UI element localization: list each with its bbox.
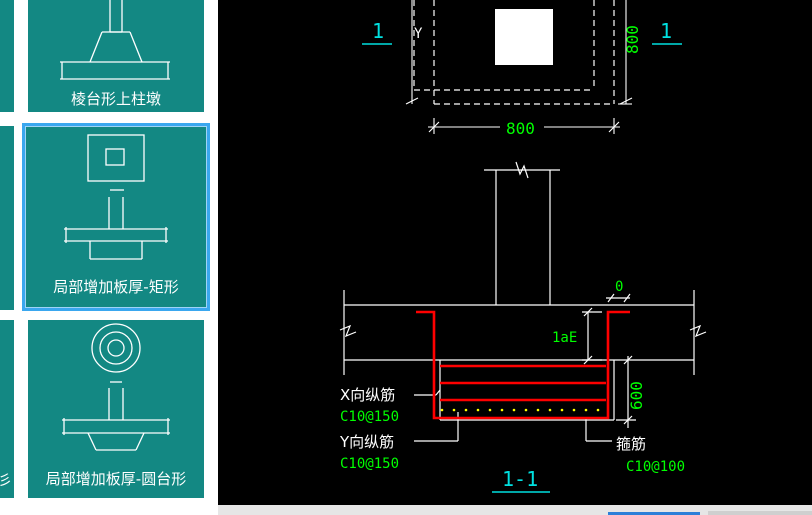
local-thicken-rect-icon bbox=[64, 134, 168, 260]
section-title: 1-1 bbox=[502, 467, 538, 491]
cad-drawing: Y 800 800 1 1 bbox=[339, 0, 707, 493]
primary-button-edge[interactable] bbox=[608, 512, 700, 515]
plan-view: Y 800 800 1 1 bbox=[362, 0, 682, 138]
dim-top-offset: 0 bbox=[615, 279, 623, 295]
secondary-button-edge[interactable] bbox=[708, 511, 812, 515]
thickness-dim-label: 600 bbox=[627, 381, 646, 410]
template-tile-local-thicken-rect[interactable]: 局部增加板厚-矩形 bbox=[22, 123, 210, 311]
bottom-button-strip bbox=[218, 505, 812, 515]
local-thicken-frustum-icon bbox=[62, 323, 170, 451]
stirrup-label: 箍筋 bbox=[616, 435, 646, 453]
stirrup-spec: C10@100 bbox=[626, 459, 685, 475]
x-bar-spec: C10@150 bbox=[340, 409, 399, 425]
section-mark-right: 1 bbox=[660, 19, 672, 43]
x-bar-label: X向纵筋 bbox=[340, 386, 395, 404]
section-view: 0 1aE 600 X向纵筋 C10@150 Y向纵筋 C10@150 箍筋 C… bbox=[339, 161, 707, 493]
anchor-length-label: 1aE bbox=[552, 330, 577, 346]
y-bar-spec: C10@150 bbox=[340, 456, 399, 472]
y-bar-label: Y向纵筋 bbox=[339, 433, 394, 451]
template-tile-frustum-pier[interactable]: 棱台形上柱墩 bbox=[28, 0, 204, 112]
frustum-pier-icon bbox=[60, 0, 170, 80]
plan-dim-horizontal: 800 bbox=[506, 119, 535, 138]
tile-label-local-thicken-rect: 局部增加板厚-矩形 bbox=[53, 278, 179, 296]
plan-axis-y-label: Y bbox=[414, 26, 423, 42]
tile-label-frustum-pier: 棱台形上柱墩 bbox=[70, 90, 161, 108]
rebar-cage bbox=[416, 310, 630, 420]
template-tile-local-thicken-frustum[interactable]: 局部增加板厚-圆台形 bbox=[28, 320, 204, 498]
section-mark-left: 1 bbox=[372, 19, 384, 43]
rebar-dots bbox=[440, 408, 600, 412]
template-tile-partial-2[interactable] bbox=[0, 126, 14, 310]
template-tile-partial-1[interactable] bbox=[0, 0, 14, 112]
template-panel: 彡 棱台形上柱墩 bbox=[0, 0, 218, 515]
column-section-square bbox=[495, 9, 553, 65]
plan-dim-vertical: 800 bbox=[623, 25, 642, 54]
template-tile-partial-3[interactable]: 彡 bbox=[0, 320, 14, 498]
cad-preview-canvas: Y 800 800 1 1 bbox=[218, 0, 812, 505]
partial-tile-label: 彡 bbox=[0, 473, 12, 489]
tile-label-local-thicken-frustum: 局部增加板厚-圆台形 bbox=[45, 470, 187, 488]
